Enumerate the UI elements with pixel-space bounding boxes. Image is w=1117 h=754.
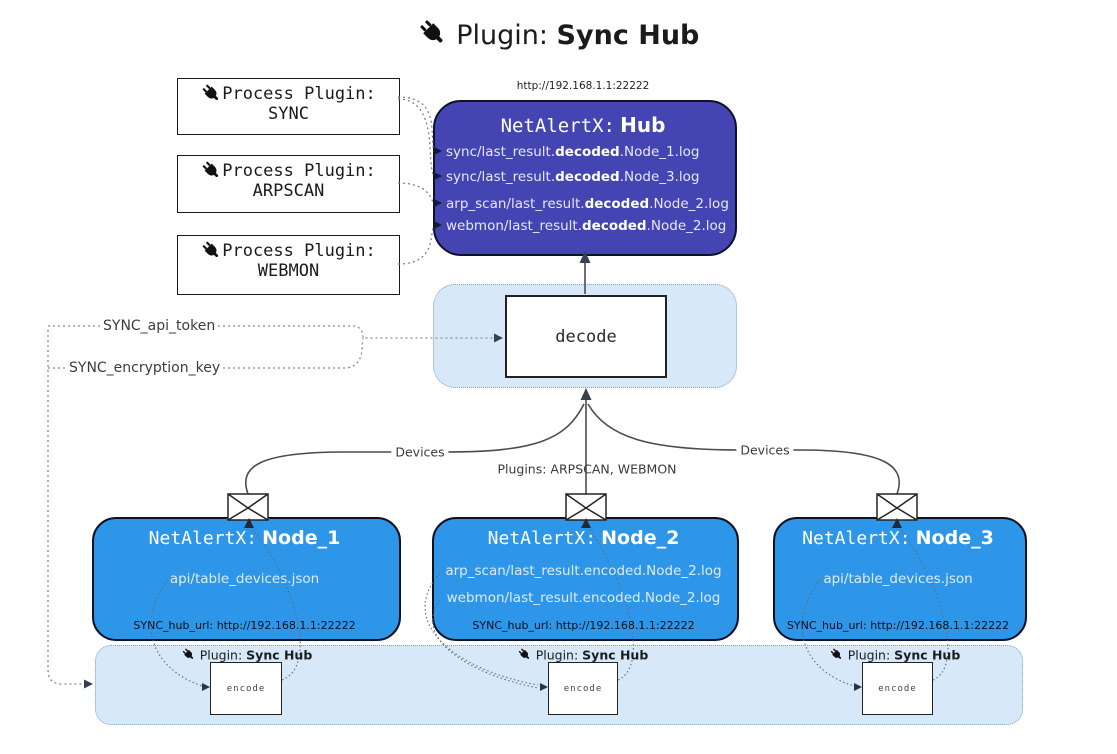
node3-file: api/table_devices.json	[823, 571, 973, 587]
hub-name: Hub	[620, 113, 666, 137]
edge-label-devices-left: Devices	[391, 444, 449, 460]
node2-hub-url: SYNC_hub_url: http://192.168.1.1:22222	[472, 619, 695, 632]
edge-label-devices-right: Devices	[736, 442, 794, 458]
plug-icon	[830, 648, 844, 662]
node-box-node1	[92, 517, 401, 641]
decode-box: decode	[505, 295, 667, 378]
plug-icon	[201, 160, 222, 181]
encode-box-node2: encode	[548, 662, 618, 715]
node2-file: arp_scan/last_result.encoded.Node_2.log	[445, 563, 722, 579]
process-plugin-name: SYNC	[268, 104, 309, 124]
encode2-plugin-label: Plugin: Sync Hub	[518, 648, 648, 663]
node3-hub-url: SYNC_hub_url: http://192.168.1.1:22222	[786, 619, 1010, 632]
process-plugin-title: Process Plugin:	[178, 83, 399, 104]
node2-file: webmon/last_result.encoded.Node_2.log	[446, 590, 721, 606]
process-plugin-box-arpscan: Process Plugin: ARPSCAN	[177, 155, 400, 213]
encode1-plugin-label: Plugin: Sync Hub	[182, 648, 312, 663]
hub-log-entry: arp_scan/last_result.decoded.Node_2.log	[446, 196, 729, 212]
node1-title: NetAlertX: Node_1	[148, 527, 341, 549]
hub-log-entry: webmon/last_result.decoded.Node_2.log	[446, 218, 727, 234]
page-title: Plugin: Sync Hub	[0, 18, 1117, 51]
node1-file: api/table_devices.json	[169, 571, 320, 587]
node2-title: NetAlertX: Node_2	[487, 527, 680, 549]
edge-label-plugins: Plugins: ARPSCAN, WEBMON	[497, 461, 677, 477]
hub-log-entry: sync/last_result.decoded.Node_1.log	[446, 144, 700, 160]
plug-icon	[201, 83, 222, 104]
hub-url-label: http://192.168.1.1:22222	[516, 80, 650, 92]
hub-log-entry: sync/last_result.decoded.Node_3.log	[446, 169, 700, 185]
page-title-name: Sync Hub	[556, 20, 700, 51]
hub-title: NetAlertX: Hub	[500, 113, 666, 137]
setting-api-token-label: SYNC_api_token	[100, 318, 219, 334]
node3-title: NetAlertX: Node_3	[802, 527, 994, 549]
setting-encryption-key-label: SYNC_encryption_key	[66, 360, 224, 376]
plug-icon	[518, 648, 532, 662]
encode3-plugin-label: Plugin: Sync Hub	[830, 648, 960, 663]
node1-hub-url: SYNC_hub_url: http://192.168.1.1:22222	[133, 619, 356, 632]
process-plugin-title: Process Plugin:	[178, 240, 399, 261]
encode-box-node1: encode	[210, 662, 282, 715]
hub-box	[433, 100, 737, 256]
plug-icon	[418, 18, 448, 48]
encode-box-node3: encode	[862, 662, 933, 715]
process-plugin-box-webmon: Process Plugin: WEBMON	[177, 235, 400, 295]
process-plugin-title: Process Plugin:	[178, 160, 399, 181]
process-plugin-name: ARPSCAN	[252, 181, 325, 201]
process-plugin-name: WEBMON	[257, 261, 320, 281]
plug-icon	[182, 648, 196, 662]
plug-icon	[201, 240, 222, 261]
process-plugin-box-sync: Process Plugin: SYNC	[177, 78, 400, 135]
